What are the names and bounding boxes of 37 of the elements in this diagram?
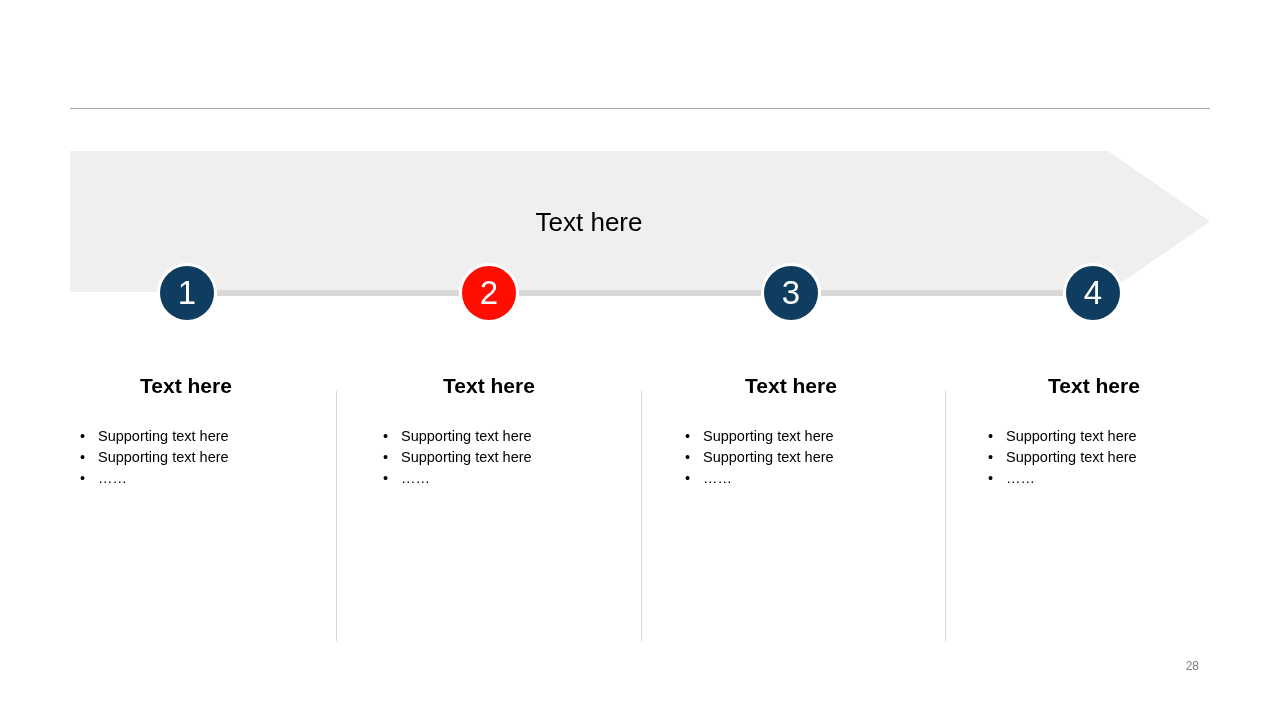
bullet-item: Supporting text here	[98, 447, 229, 467]
step-number: 4	[1083, 275, 1103, 311]
bullet-item: Supporting text here	[98, 426, 229, 446]
column-heading: Text here	[745, 374, 837, 398]
bullet-point: •	[988, 426, 994, 446]
bullet-point: •	[988, 468, 994, 488]
bullet-item: ……	[98, 468, 127, 488]
connector-line	[821, 290, 1063, 296]
bullet-point: •	[383, 468, 389, 488]
bullet-point: •	[80, 447, 86, 467]
bullet-item: ……	[703, 468, 732, 488]
connector-line	[519, 290, 761, 296]
step-number: 3	[781, 275, 801, 311]
bullet-point: •	[80, 468, 86, 488]
step-number: 2	[479, 275, 499, 311]
bullet-item: ……	[401, 468, 430, 488]
bullet-item: Supporting text here	[1006, 447, 1137, 467]
step-number: 1	[177, 275, 197, 311]
bullet-point: •	[685, 426, 691, 446]
bullet-point: •	[988, 447, 994, 467]
column-heading: Text here	[1048, 374, 1140, 398]
bullet-point: •	[383, 426, 389, 446]
bullet-item: Supporting text here	[703, 447, 834, 467]
bullet-point: •	[685, 447, 691, 467]
bullet-item: Supporting text here	[401, 447, 532, 467]
column-heading: Text here	[140, 374, 232, 398]
banner-title: Text here	[535, 206, 643, 237]
bullet-item: Supporting text here	[401, 426, 532, 446]
bullet-item: Supporting text here	[1006, 426, 1137, 446]
bullet-point: •	[685, 468, 691, 488]
column-heading: Text here	[443, 374, 535, 398]
connector-line	[217, 290, 459, 296]
bullet-point: •	[383, 447, 389, 467]
bullet-item: Supporting text here	[703, 426, 834, 446]
bullet-point: •	[80, 426, 86, 446]
page-number: 28	[1185, 658, 1199, 674]
bullet-item: ……	[1006, 468, 1035, 488]
